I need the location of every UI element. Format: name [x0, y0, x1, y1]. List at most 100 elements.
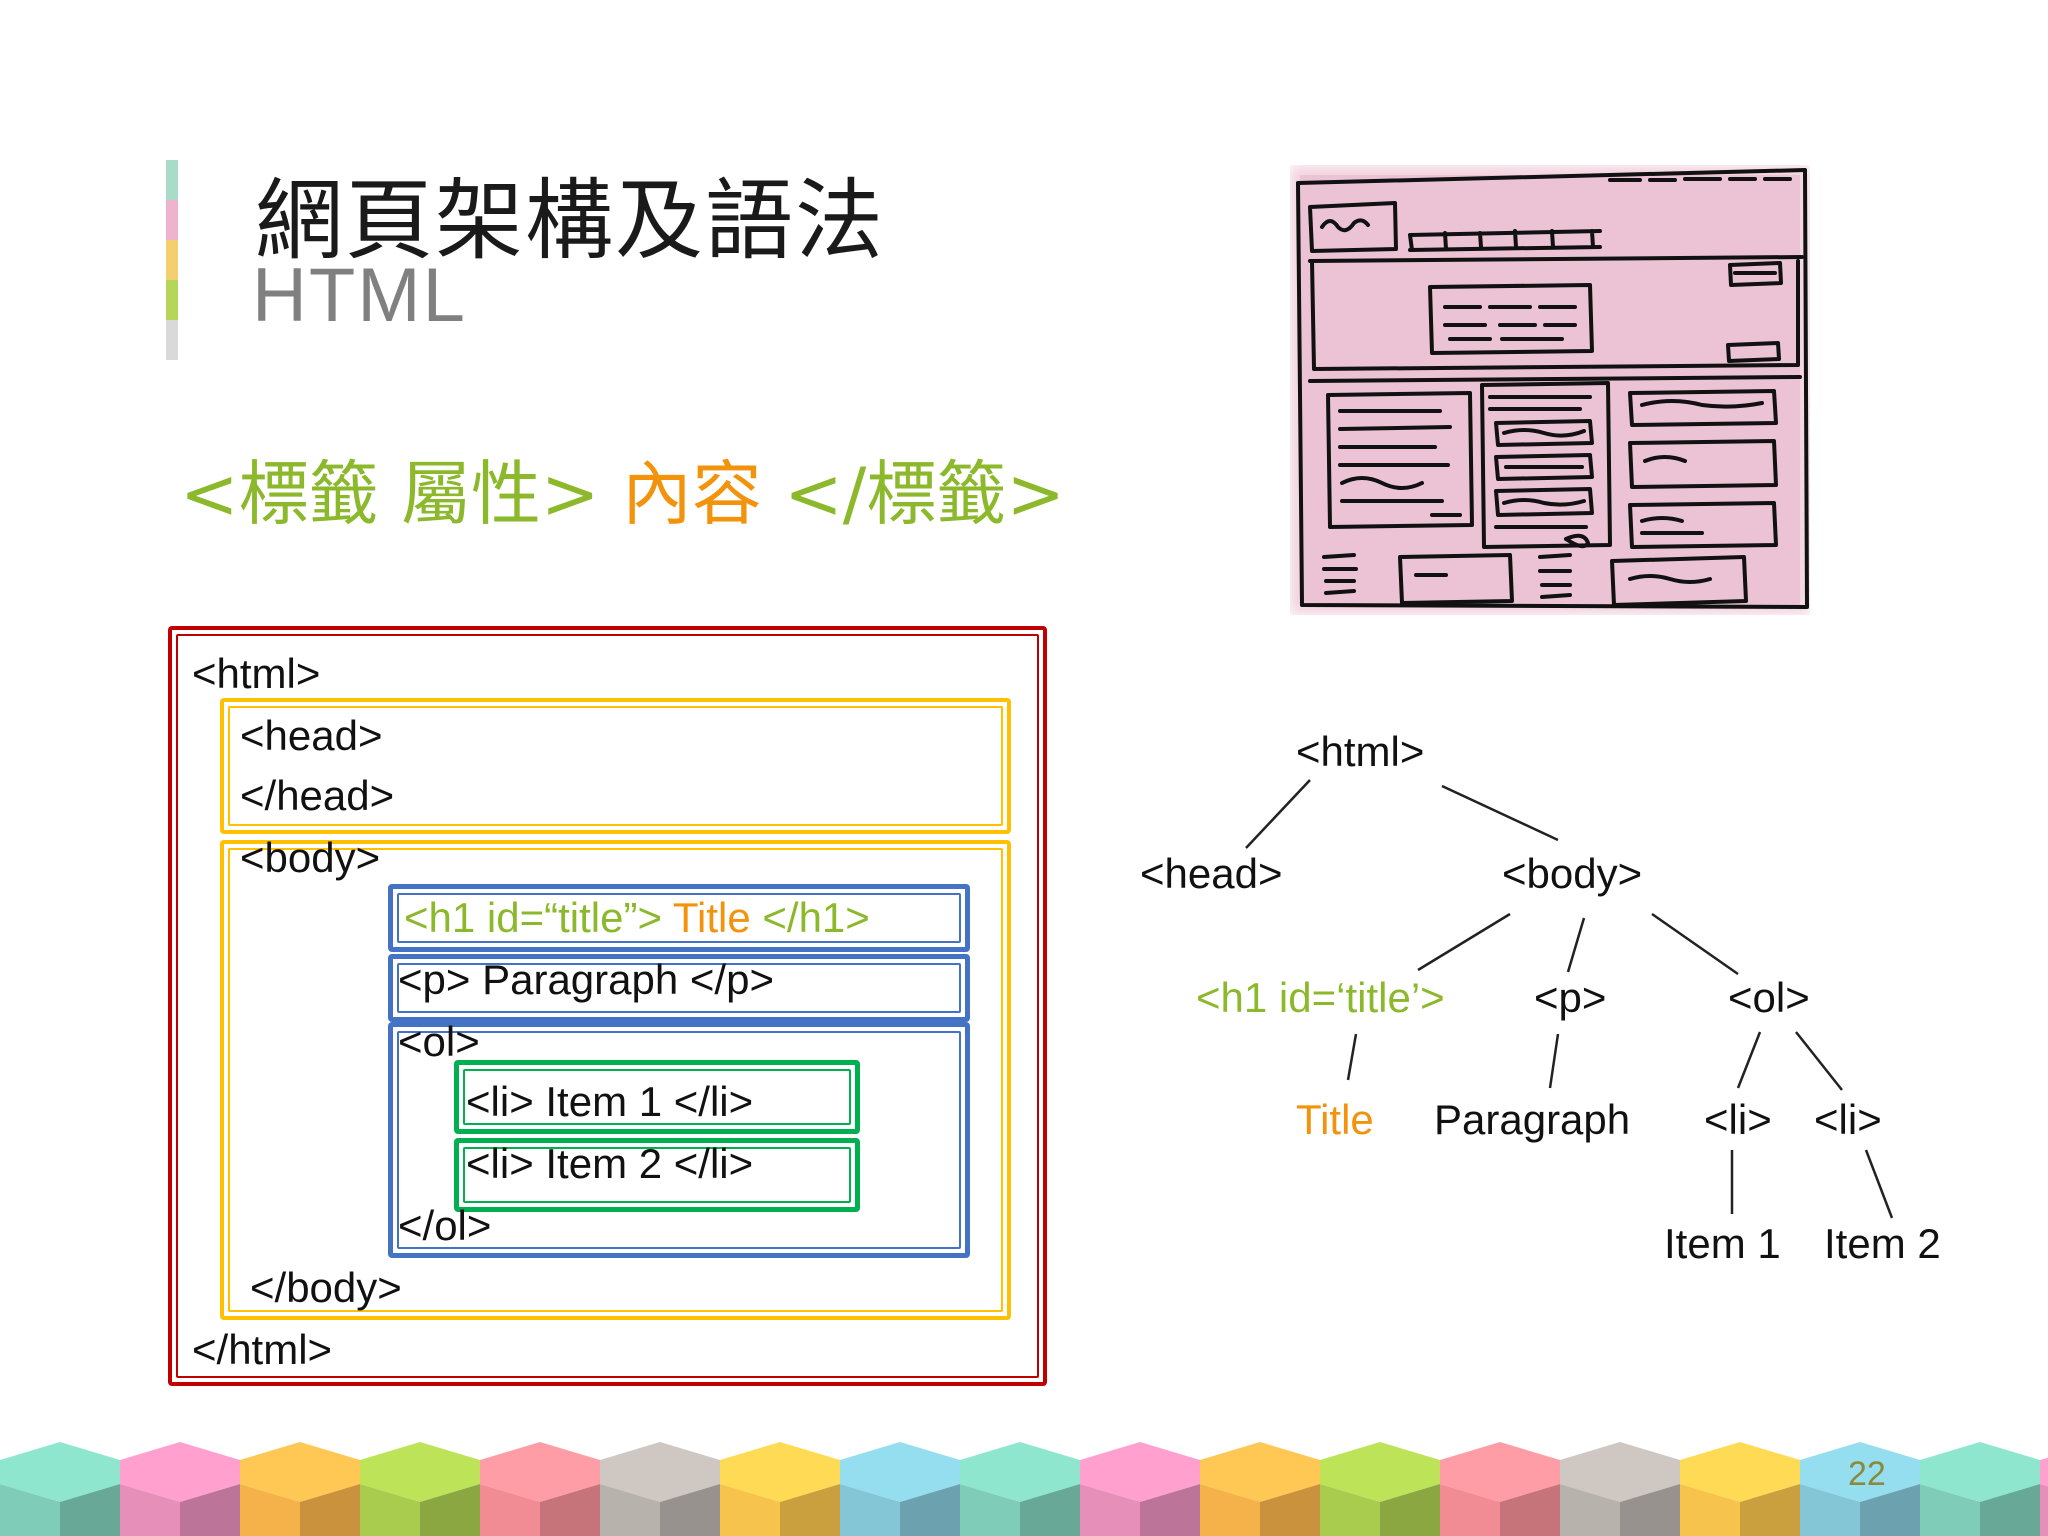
- cube-right-face: [900, 1484, 960, 1536]
- tree-node-p: <p>: [1534, 974, 1607, 1021]
- cube-top-face: [360, 1442, 480, 1502]
- code-html-open: <html>: [192, 650, 321, 697]
- li-2-box: [454, 1138, 860, 1212]
- tree-node-head: <head>: [1140, 850, 1283, 897]
- cube-right-face: [540, 1484, 600, 1536]
- slide-title: 網頁架構及語法: [255, 169, 886, 272]
- cube-top-face: [1800, 1442, 1920, 1502]
- cube-right-face: [1020, 1484, 1080, 1536]
- code-body-close: </body>: [250, 1264, 402, 1311]
- cube-right-face: [660, 1484, 720, 1536]
- code-head-open: <head>: [240, 712, 383, 759]
- tree-node-li-a: <li>: [1704, 1096, 1772, 1143]
- cube-left-face: [1920, 1484, 1980, 1536]
- cube-right-face: [1380, 1484, 1440, 1536]
- cube-top-face: [1200, 1442, 1320, 1502]
- cube-left-face: [1800, 1484, 1860, 1536]
- cube-right-face: [1980, 1484, 2040, 1536]
- cube-footer-decoration: [0, 1442, 2048, 1536]
- tree-node-title: Title: [1296, 1096, 1374, 1143]
- cube-right-face: [780, 1484, 840, 1536]
- cube-right-face: [60, 1484, 120, 1536]
- code-li-2: <li> Item 2 </li>: [466, 1140, 754, 1187]
- cube-left-face: [360, 1484, 420, 1536]
- cube-right-face: [1500, 1484, 1560, 1536]
- head-box: [220, 698, 1011, 834]
- cube-right-face: [1740, 1484, 1800, 1536]
- tree-node-item1: Item 1: [1664, 1220, 1781, 1267]
- cube-left-face: [240, 1484, 300, 1536]
- cube-top-face: [0, 1442, 120, 1502]
- code-h1-line: <h1 id=“title”> Title </h1>: [404, 894, 870, 942]
- code-h1-close: </h1>: [750, 894, 870, 941]
- cube-left-face: [1680, 1484, 1740, 1536]
- cube-left-face: [1080, 1484, 1140, 1536]
- cube-left-face: [1200, 1484, 1260, 1536]
- code-h1-text: Title: [672, 894, 751, 941]
- syntax-content: 內容: [599, 453, 785, 535]
- cube-right-face: [1260, 1484, 1320, 1536]
- cube-left-face: [1320, 1484, 1380, 1536]
- slide-subtitle: HTML: [252, 253, 467, 338]
- code-ol-open: <ol>: [398, 1018, 480, 1065]
- cube-left-face: [0, 1484, 60, 1536]
- cube-top-face: [1080, 1442, 1200, 1502]
- cube-right-face: [1860, 1484, 1920, 1536]
- syntax-line: <標籤 屬性> 內容 </標籤>: [180, 438, 1065, 539]
- tree-node-li-b: <li>: [1814, 1096, 1882, 1143]
- tree-node-body: <body>: [1502, 850, 1643, 897]
- cube-left-face: [840, 1484, 900, 1536]
- code-ol-close: </ol>: [398, 1202, 492, 1249]
- code-head-close: </head>: [240, 772, 395, 819]
- cube-right-face: [420, 1484, 480, 1536]
- accent-segment: [166, 160, 178, 200]
- code-p-line: <p> Paragraph </p>: [398, 956, 774, 1003]
- body-box: [220, 840, 1011, 1320]
- cube-left-face: [960, 1484, 1020, 1536]
- cube-left-face: [2040, 1484, 2048, 1536]
- accent-bar: [166, 160, 178, 360]
- cube-right-face: [300, 1484, 360, 1536]
- accent-segment: [166, 240, 178, 280]
- accent-segment: [166, 200, 178, 240]
- cube-top-face: [240, 1442, 360, 1502]
- h1-box: [388, 884, 970, 952]
- code-h1-open: <h1 id=“title”>: [404, 894, 673, 941]
- cube-top-face: [120, 1442, 240, 1502]
- syntax-open-tag: <標籤 屬性>: [180, 453, 600, 535]
- tree-node-h1: <h1 id=‘title’>: [1196, 974, 1445, 1021]
- cube-left-face: [720, 1484, 780, 1536]
- cube-left-face: [120, 1484, 180, 1536]
- cube-top-face: [1320, 1442, 1440, 1502]
- ol-box: [388, 1022, 970, 1258]
- cube-top-face: [2040, 1457, 2048, 1487]
- cube-left-face: [480, 1484, 540, 1536]
- cube-left-face: [1440, 1484, 1500, 1536]
- cube-top-face: [1920, 1442, 2040, 1502]
- code-body-open: <body>: [240, 834, 381, 881]
- cube-left-face: [1560, 1484, 1620, 1536]
- tree-node-item2: Item 2: [1824, 1220, 1941, 1267]
- page-number: 22: [1848, 1455, 1886, 1493]
- cube-top-face: [1680, 1442, 1800, 1502]
- accent-segment: [166, 320, 178, 360]
- cube-top-face: [600, 1442, 720, 1502]
- cube-top-face: [1560, 1442, 1680, 1502]
- cube-top-face: [480, 1442, 600, 1502]
- cube-top-face: [720, 1442, 840, 1502]
- cube-top-face: [1440, 1442, 1560, 1502]
- cube-right-face: [1140, 1484, 1200, 1536]
- cube-left-face: [600, 1484, 660, 1536]
- syntax-close-tag: </標籤>: [784, 453, 1065, 535]
- li-1-box: [454, 1060, 860, 1134]
- wireframe-sketch-illustration: [1290, 165, 1810, 615]
- cube-top-face: [960, 1442, 1080, 1502]
- tree-node-paragraph: Paragraph: [1434, 1096, 1631, 1143]
- code-html-close: </html>: [192, 1326, 333, 1373]
- html-box: [168, 626, 1047, 1386]
- cube-right-face: [1620, 1484, 1680, 1536]
- tree-node-ol: <ol>: [1728, 974, 1810, 1021]
- code-li-1: <li> Item 1 </li>: [466, 1078, 754, 1125]
- accent-segment: [166, 280, 178, 320]
